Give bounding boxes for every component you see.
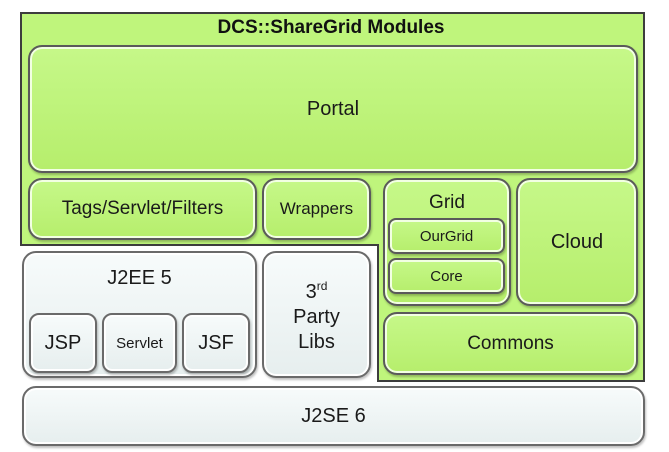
ourgrid-label: OurGrid — [419, 227, 474, 245]
core-label: Core — [430, 267, 463, 285]
third-party-line3: Libs — [298, 331, 335, 353]
commons-label: Commons — [467, 332, 554, 354]
sharegrid-area-step-edge — [377, 244, 379, 248]
j2se-label: J2SE 6 — [301, 404, 366, 427]
portal-label: Portal — [306, 97, 360, 120]
third-party-libs-module: 3rd Party Libs — [262, 251, 371, 378]
servlet-module: Servlet — [102, 313, 177, 373]
servlet-label: Servlet — [116, 334, 163, 352]
third-party-line2: Party — [293, 306, 340, 328]
cloud-module: Cloud — [516, 178, 638, 306]
grid-label: Grid — [429, 192, 465, 213]
jsf-label: JSF — [198, 331, 234, 354]
portal-module: Portal — [28, 45, 638, 173]
wrappers-label: Wrappers — [279, 199, 354, 218]
cloud-label: Cloud — [550, 230, 604, 253]
sharegrid-area-step — [20, 244, 379, 246]
j2se-platform: J2SE 6 — [22, 386, 645, 446]
ourgrid-module: OurGrid — [388, 218, 505, 254]
third-party-line1: 3rd — [305, 279, 328, 303]
commons-module: Commons — [383, 312, 638, 375]
j2ee-label: J2EE 5 — [107, 267, 172, 289]
wrappers-module: Wrappers — [262, 178, 371, 240]
diagram-title: DCS::ShareGrid Modules — [217, 17, 445, 38]
core-module: Core — [388, 258, 505, 294]
jsf-module: JSF — [182, 313, 250, 373]
tags-label: Tags/Servlet/Filters — [61, 198, 224, 219]
jsp-label: JSP — [44, 331, 82, 354]
tags-module: Tags/Servlet/Filters — [28, 178, 257, 240]
jsp-module: JSP — [29, 313, 97, 373]
